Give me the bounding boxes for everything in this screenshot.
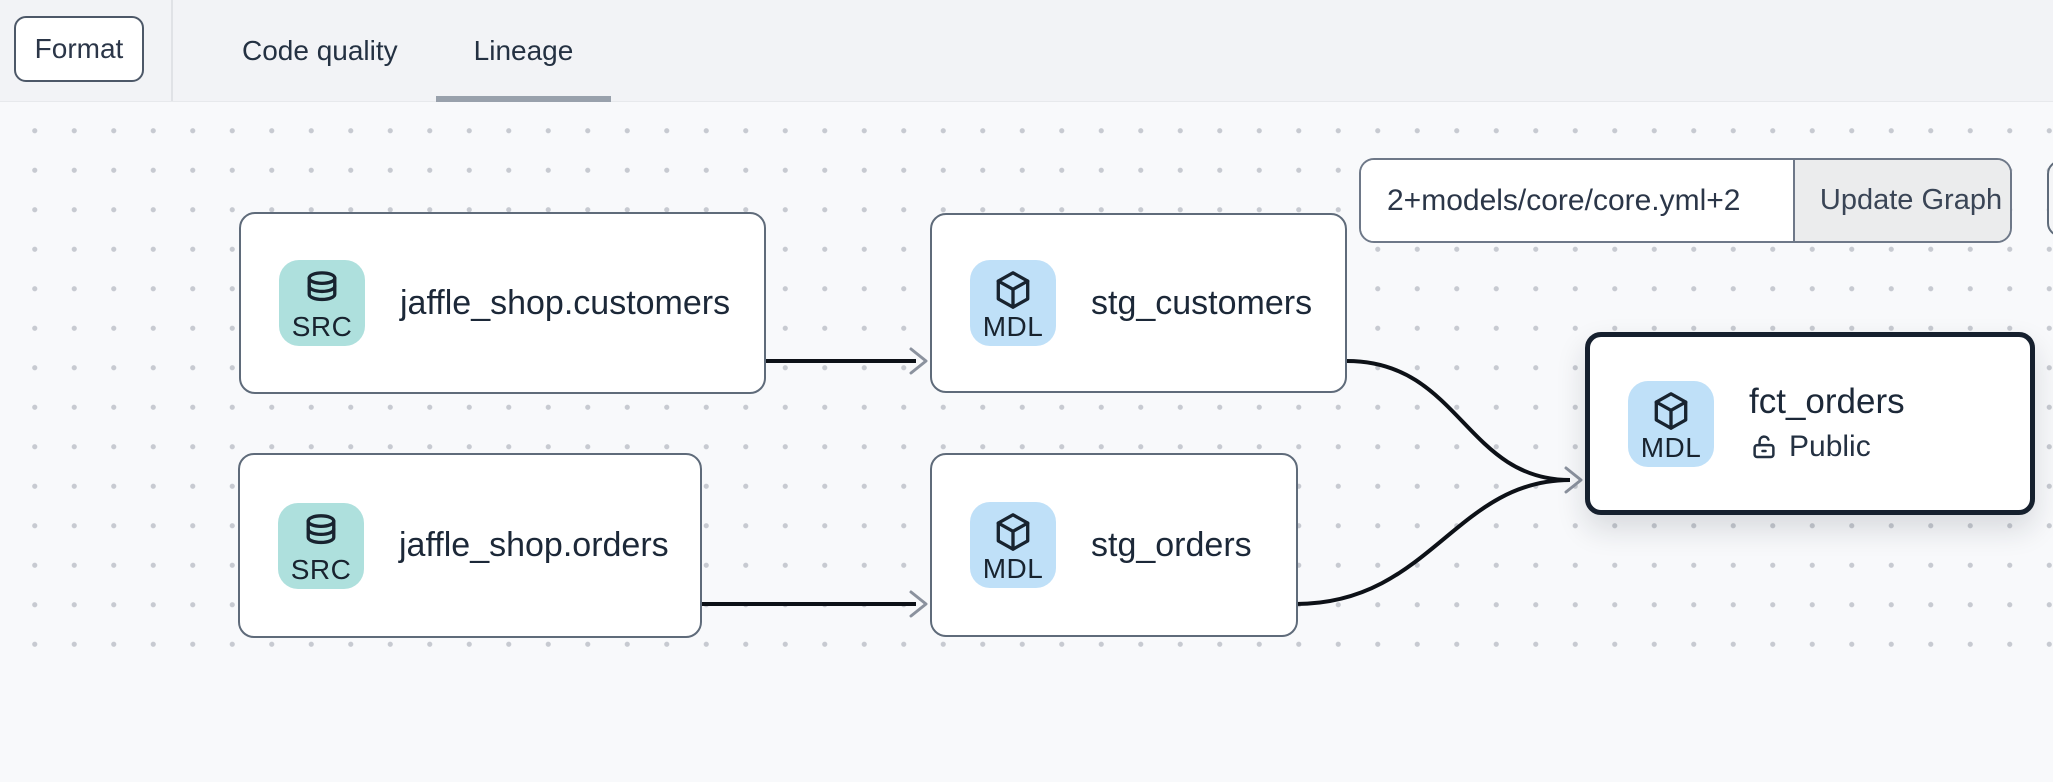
arrowhead-icon xyxy=(909,590,928,618)
lineage-edges xyxy=(702,347,1583,618)
cube-icon xyxy=(1654,391,1688,430)
format-button[interactable]: Format xyxy=(14,16,144,82)
update-graph-button[interactable]: Update Graph xyxy=(1793,160,2010,241)
tab-lineage[interactable]: Lineage xyxy=(435,0,612,102)
source-badge: SRC xyxy=(279,260,365,346)
panel-tabs: Code quality Lineage xyxy=(204,0,611,102)
source-badge: SRC xyxy=(278,502,364,589)
model-badge: MDL xyxy=(970,260,1056,346)
node-label: jaffle_shop.orders xyxy=(399,526,669,564)
model-selector-group: Update Graph xyxy=(1359,158,2012,243)
badge-label: MDL xyxy=(982,311,1044,342)
cube-icon xyxy=(996,513,1030,551)
badge-label: SRC xyxy=(291,311,353,342)
access-row: Public xyxy=(1749,430,1905,464)
toolbar-divider xyxy=(171,0,173,101)
node-label: stg_orders xyxy=(1091,525,1252,564)
tab-code-quality[interactable]: Code quality xyxy=(242,35,398,66)
database-icon xyxy=(306,513,336,544)
lineage-canvas[interactable]: SRC jaffle_shop.customers MDL stg_custom… xyxy=(0,102,2053,680)
node-stg-customers[interactable]: MDL stg_customers xyxy=(930,213,1347,393)
node-text: fct_orders Public xyxy=(1749,383,1905,464)
model-badge: MDL xyxy=(1628,380,1714,467)
edge-stg-customers-to-fct[interactable] xyxy=(1346,359,1571,482)
cube-icon xyxy=(996,271,1030,309)
access-label: Public xyxy=(1789,429,1871,463)
node-stg-orders[interactable]: MDL stg_orders xyxy=(930,453,1298,637)
node-label: stg_customers xyxy=(1091,283,1313,322)
unlock-icon xyxy=(1753,435,1775,458)
node-jaffle-shop-orders[interactable]: SRC jaffle_shop.orders xyxy=(238,453,702,638)
editor-toolbar: Format Code quality Lineage xyxy=(0,0,2053,102)
arrowhead-icon xyxy=(1564,466,1583,494)
database-icon xyxy=(307,271,337,302)
model-selector-input[interactable] xyxy=(1361,160,1793,241)
badge-label: SRC xyxy=(290,553,352,585)
edge-stg-orders-to-fct[interactable] xyxy=(1295,478,1571,606)
node-label: fct_orders xyxy=(1749,382,1905,422)
badge-label: MDL xyxy=(1640,431,1702,463)
node-jaffle-shop-customers[interactable]: SRC jaffle_shop.customers xyxy=(239,212,766,394)
clipped-edge-button[interactable] xyxy=(2047,160,2053,237)
badge-label: MDL xyxy=(982,553,1044,584)
model-badge: MDL xyxy=(970,502,1056,588)
node-label: jaffle_shop.customers xyxy=(400,283,731,322)
arrowhead-icon xyxy=(909,347,928,375)
node-fct-orders[interactable]: MDL fct_orders Public xyxy=(1585,332,2035,515)
